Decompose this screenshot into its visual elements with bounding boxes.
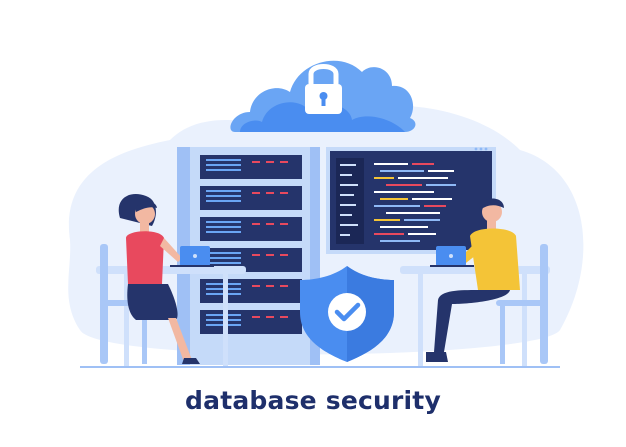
server-rack bbox=[177, 147, 320, 365]
cloud-lock-icon bbox=[230, 60, 416, 132]
shield-check-icon bbox=[300, 266, 394, 362]
laptop-icon bbox=[430, 246, 474, 267]
woman-figure bbox=[118, 194, 214, 364]
caption-title: database security bbox=[185, 386, 441, 415]
man-figure bbox=[426, 198, 520, 362]
padlock-icon bbox=[305, 64, 342, 114]
laptop-icon bbox=[170, 246, 214, 267]
code-monitor bbox=[326, 147, 496, 254]
right-chair bbox=[496, 244, 548, 364]
